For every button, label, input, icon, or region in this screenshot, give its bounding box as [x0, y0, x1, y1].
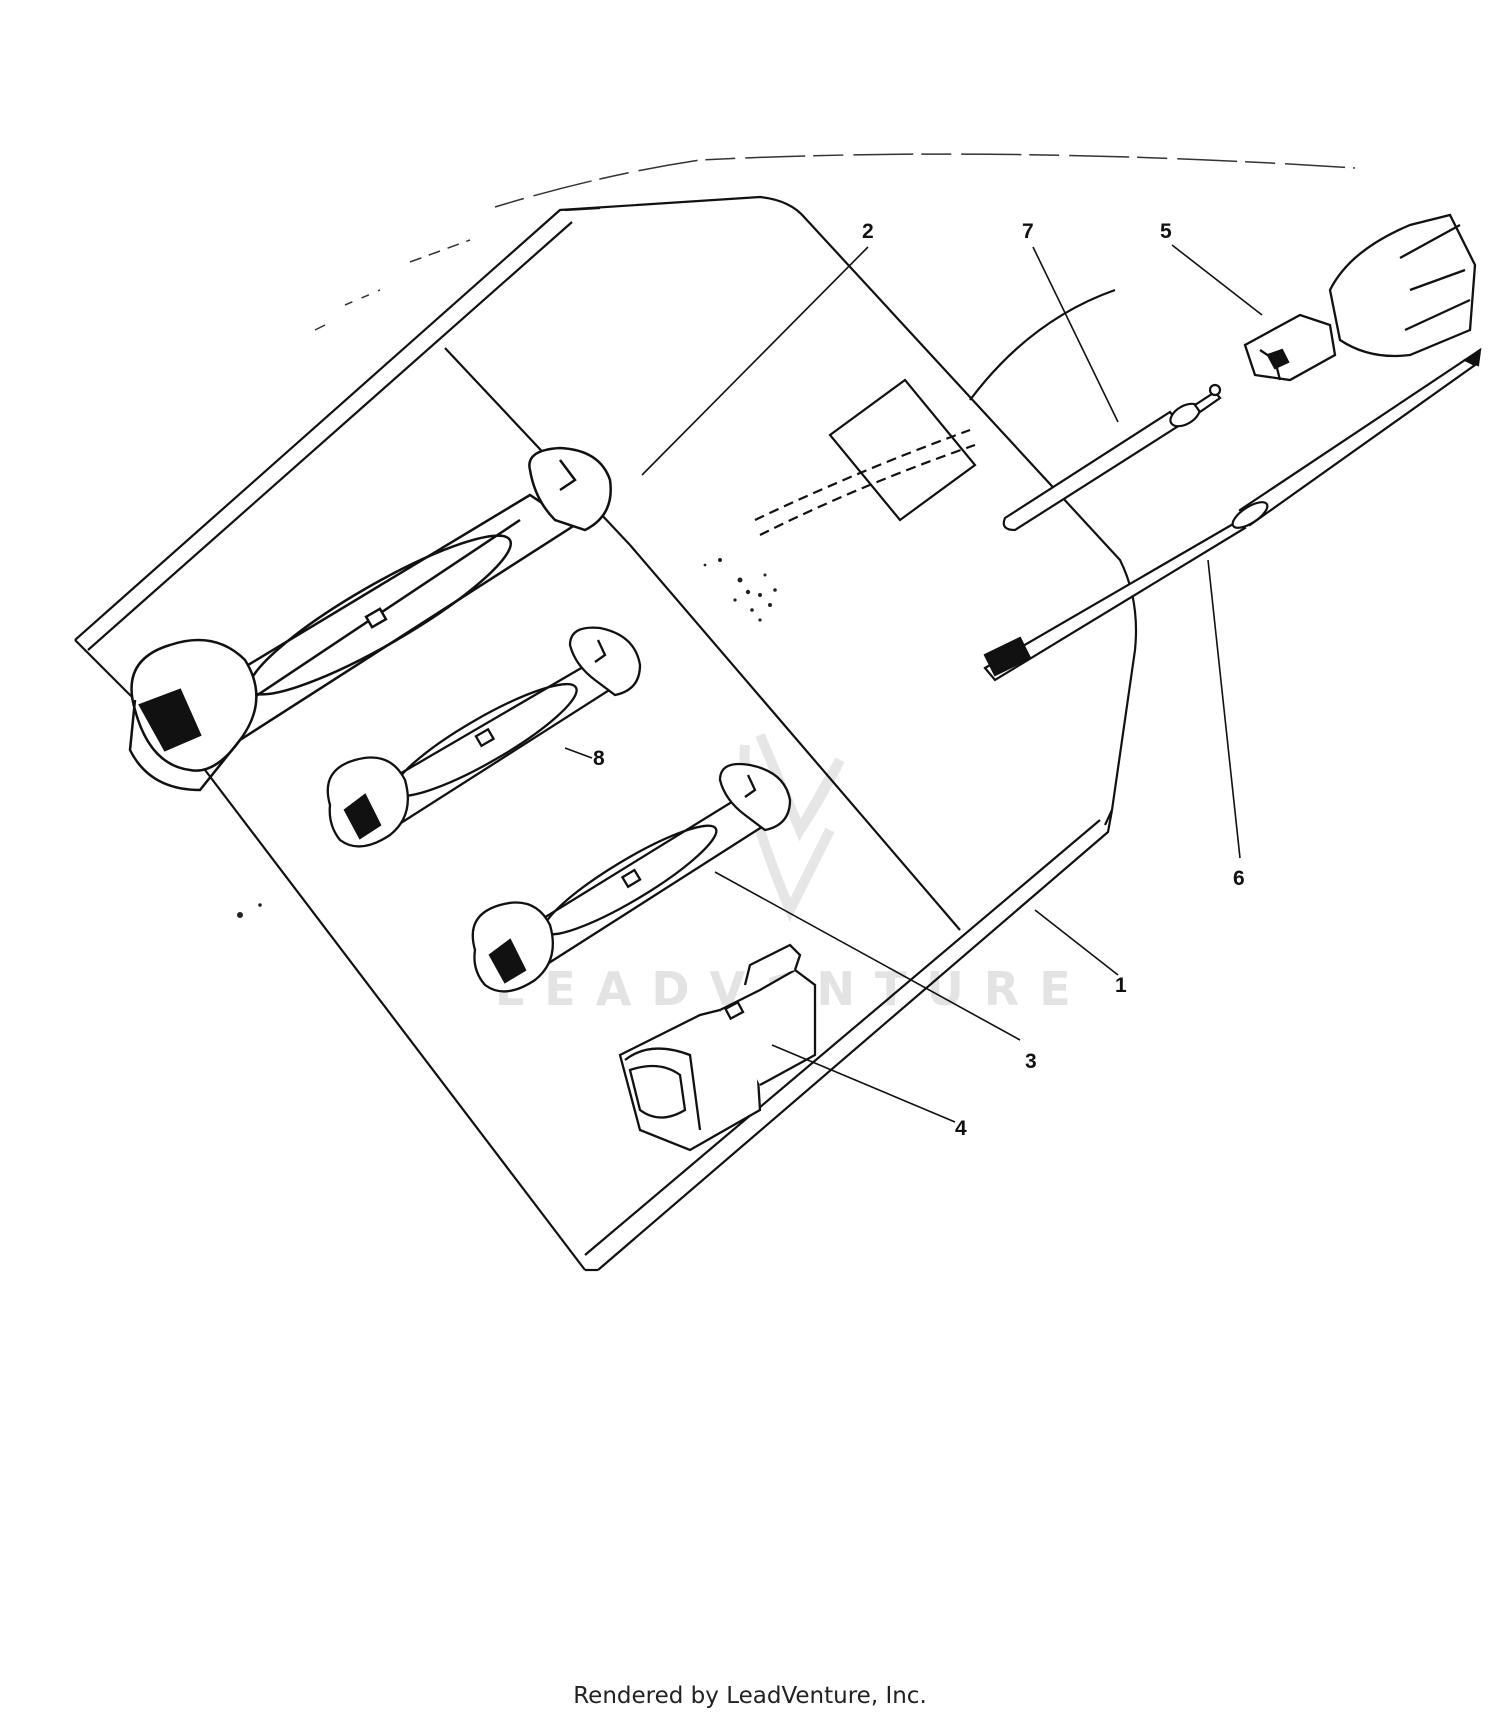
background-curve	[314, 153, 1356, 331]
callout-1: 1	[1115, 974, 1127, 997]
driver-handle-icon	[1243, 213, 1477, 382]
callout-8: 8	[593, 747, 605, 770]
leader-lines	[564, 244, 1263, 1123]
wrench-medium-icon	[326, 626, 642, 848]
callout-5: 5	[1160, 220, 1172, 243]
callout-6: 6	[1233, 867, 1245, 890]
socket-wrench-icon	[618, 943, 817, 1152]
callout-4: 4	[955, 1117, 967, 1140]
screwdriver-flat-icon	[983, 347, 1482, 682]
callout-7: 7	[1022, 220, 1034, 243]
speckle-mark	[237, 558, 777, 918]
callout-3: 3	[1025, 1050, 1037, 1073]
footer-credit: Rendered by LeadVenture, Inc.	[573, 1683, 927, 1709]
wrench-small-icon	[471, 762, 792, 993]
screwdriver-phillips-icon	[1002, 383, 1222, 532]
callout-2: 2	[862, 220, 874, 243]
wrench-large-icon	[128, 446, 612, 792]
